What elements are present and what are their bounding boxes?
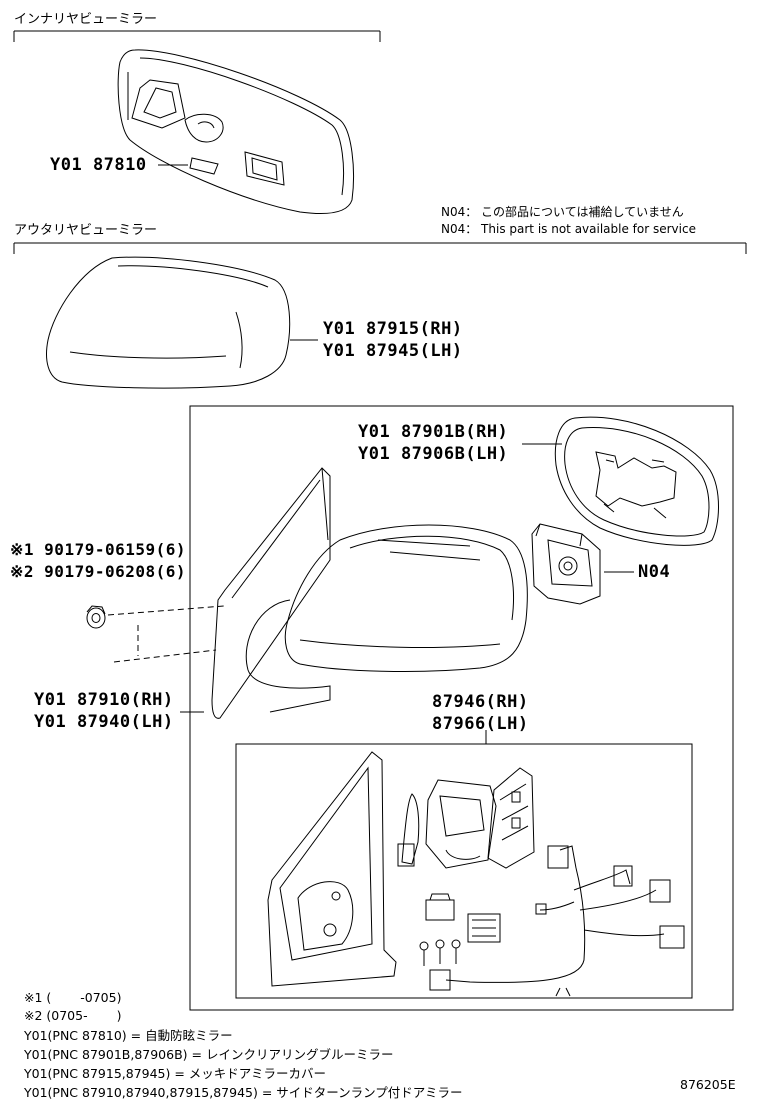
mounting-dashed-lines (108, 606, 224, 662)
inner-mirror-drawing (118, 50, 353, 214)
part-label-87810: Y01 87810 (50, 155, 147, 175)
part-label-87910: Y01 87910(RH) (34, 690, 174, 710)
part-label-n04: N04 (638, 562, 671, 582)
inner-mirror-section-title: インナリヤビューミラー (14, 12, 158, 27)
part-label-87946: 87946(RH) (432, 692, 529, 712)
part-label-87945: Y01 87945(LH) (323, 341, 463, 361)
inner-section-bracket (14, 31, 380, 42)
footnote-4: Y01(PNC 87901B,87906B) = レインクリアリングブルーミラー (24, 1047, 394, 1062)
turn-lamp-drawing (398, 794, 419, 866)
note-n04-jp: N04： この部品については補給していません (441, 205, 684, 219)
assembly-frame (190, 406, 733, 1010)
mirror-cover-drawing (47, 257, 290, 388)
retractor-unit-drawing (426, 768, 534, 868)
part-label-87966: 87966(LH) (432, 714, 529, 734)
footnote-5: Y01(PNC 87915,87945) = メッキドアミラーカバー (24, 1066, 327, 1081)
screw-drawing (87, 606, 105, 628)
outer-section-bracket (14, 243, 746, 254)
mirror-base-drawing (268, 752, 396, 986)
mirror-glass-drawing (555, 417, 718, 545)
subassembly-frame (236, 744, 692, 998)
screws-small-drawing (420, 940, 460, 966)
wire-harness-drawing (430, 846, 684, 996)
footnote-1: ※1 ( -0705) (24, 990, 122, 1005)
connectors-drawing (426, 894, 500, 942)
note-n04-en: N04： This part is not available for serv… (441, 222, 696, 236)
part-label-screw-1: ※1 90179-06159(6) (10, 540, 187, 559)
footnote-2: ※2 (0705- ) (24, 1008, 122, 1023)
diagram-id: 876205E (680, 1077, 736, 1092)
part-label-87940: Y01 87940(LH) (34, 712, 174, 732)
footnote-6: Y01(PNC 87910,87940,87915,87945) = サイドター… (24, 1085, 463, 1100)
footnote-3: Y01(PNC 87810) = 自動防眩ミラー (24, 1028, 233, 1043)
actuator-drawing (532, 524, 600, 604)
part-label-87906b: Y01 87906B(LH) (358, 444, 509, 464)
part-label-screw-2: ※2 90179-06208(6) (10, 562, 187, 581)
part-label-87915: Y01 87915(RH) (323, 319, 463, 339)
part-label-87901b: Y01 87901B(RH) (358, 422, 509, 442)
door-mirror-assembly-drawing (212, 468, 527, 718)
outer-mirror-section-title: アウタリヤビューミラー (14, 223, 158, 238)
